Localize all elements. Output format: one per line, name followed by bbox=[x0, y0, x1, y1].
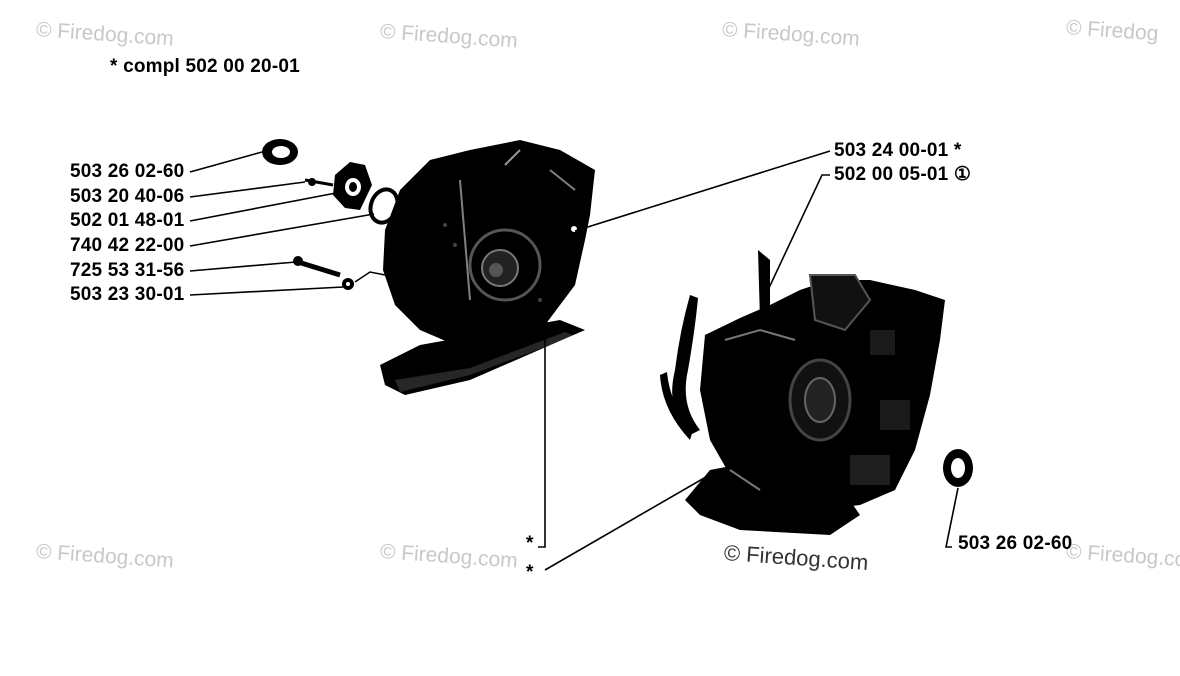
part-number-label: 725 53 31-56 bbox=[70, 260, 185, 281]
bolt bbox=[293, 256, 341, 278]
part-number-label: 503 26 02-60 bbox=[70, 161, 185, 182]
left-crankcase-half bbox=[380, 140, 595, 395]
bearing-flange bbox=[304, 162, 372, 210]
seal-ring-left bbox=[262, 139, 298, 165]
assembly-note: * compl 502 00 20-01 bbox=[110, 56, 300, 77]
seal-ring-right bbox=[943, 449, 973, 487]
right-crankcase-half bbox=[660, 250, 945, 535]
washer-nut bbox=[342, 271, 386, 290]
leader-lines bbox=[189, 150, 959, 571]
o-ring bbox=[368, 187, 400, 225]
asterisk-mark: * bbox=[526, 533, 534, 554]
asterisk-mark: * bbox=[526, 562, 534, 583]
part-number-label: 740 42 22-00 bbox=[70, 235, 185, 256]
part-number-label: 503 20 40-06 bbox=[70, 186, 185, 207]
part-number-label: 503 26 02-60 bbox=[958, 533, 1073, 554]
part-number-label: 502 00 05-01 ① bbox=[834, 164, 972, 185]
part-number-label: 502 01 48-01 bbox=[70, 210, 185, 231]
part-number-label: 503 23 30-01 bbox=[70, 284, 185, 305]
part-number-label: 503 24 00-01 * bbox=[834, 140, 962, 161]
